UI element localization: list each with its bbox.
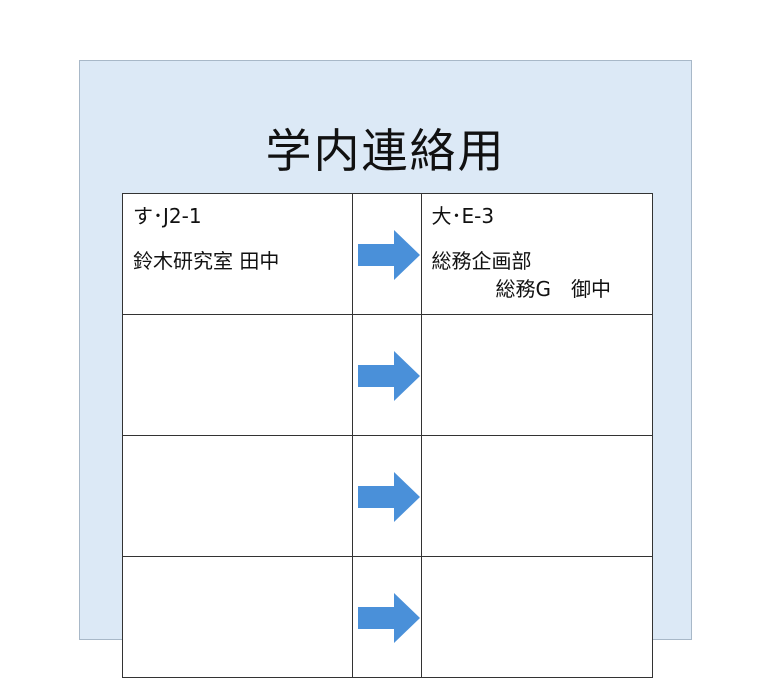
recipient-cell[interactable] [420,556,654,678]
arrow-cell [352,556,422,678]
page-title: 学内連絡用 [265,124,506,178]
table-row: す･J2-1 鈴木研究室 田中 大･E-3 総務企画部 総務G 御中 [121,193,654,315]
recipient-department: 総務企画部 [431,249,532,273]
arrow-cell [352,193,422,315]
routing-envelope-sheet: 学内連絡用 す･J2-1 鈴木研究室 田中 大･E-3 総務企画部 総務G 御中 [79,60,692,678]
table-row [121,435,654,557]
recipient-cell[interactable]: 大･E-3 総務企画部 総務G 御中 [420,193,654,315]
table-row [121,314,654,436]
arrow-right-icon [358,230,421,280]
sender-room-code: す･J2-1 [133,204,202,228]
sender-cell[interactable]: す･J2-1 鈴木研究室 田中 [121,193,354,315]
arrow-right-icon [358,593,421,643]
recipient-room-code: 大･E-3 [431,204,495,228]
sender-cell[interactable] [121,556,354,678]
sender-cell[interactable] [121,435,354,557]
arrow-right-icon [358,472,421,522]
recipient-cell[interactable] [420,435,654,557]
arrow-cell [352,435,422,557]
sender-cell[interactable] [121,314,354,436]
recipient-cell[interactable] [420,314,654,436]
routing-table: す･J2-1 鈴木研究室 田中 大･E-3 総務企画部 総務G 御中 [121,193,654,678]
arrow-right-icon [358,351,421,401]
table-row [121,556,654,678]
recipient-group: 総務G 御中 [495,277,612,301]
sender-name: 鈴木研究室 田中 [133,249,280,273]
arrow-cell [352,314,422,436]
